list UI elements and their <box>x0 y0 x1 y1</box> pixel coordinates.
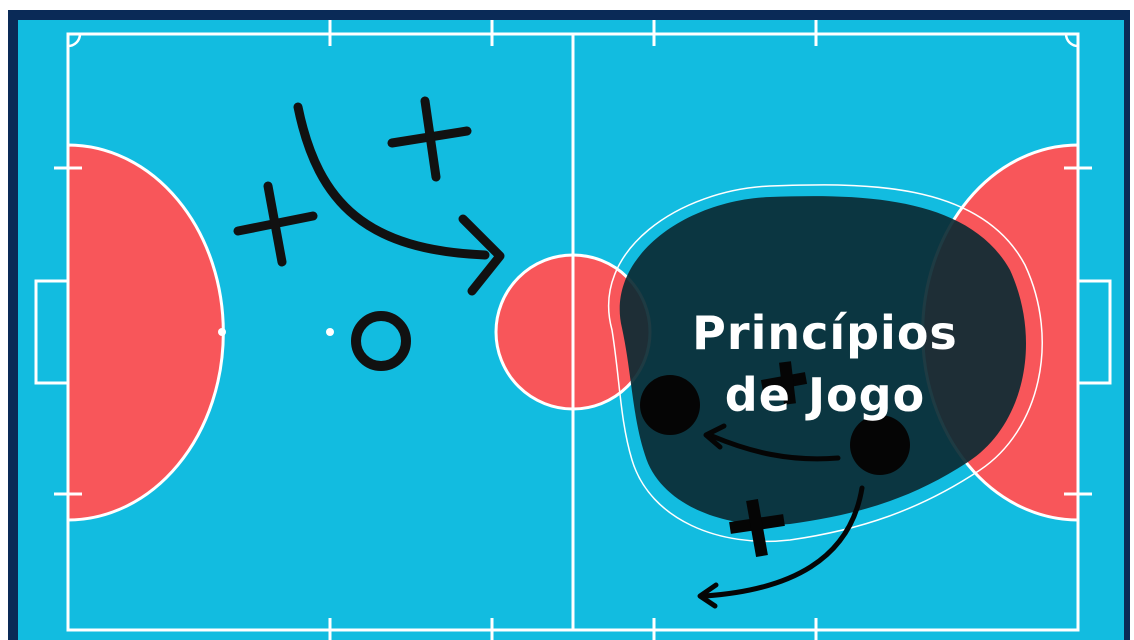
second-penalty-spot <box>326 328 334 336</box>
corner-arc <box>67 33 82 48</box>
pass-arrow-icon <box>709 433 841 462</box>
left-penalty-area <box>66 143 225 522</box>
cross-mark-icon <box>746 498 768 558</box>
focus-area <box>619 196 1027 525</box>
title-line-1: Princípios <box>692 306 958 360</box>
cross-mark-icon <box>263 181 287 267</box>
circle-mark-icon <box>351 311 411 371</box>
focus-area-outline <box>607 184 1043 543</box>
arrowhead-icon <box>697 582 719 609</box>
cross-mark-icon <box>779 361 796 405</box>
corner-arc <box>1064 33 1079 48</box>
overlay-title: Princípios de Jogo <box>650 302 1000 426</box>
run-arrow-icon <box>702 485 865 599</box>
arrowhead-icon <box>458 214 505 296</box>
penalty-spot <box>218 328 226 336</box>
arrowhead-icon <box>703 423 727 450</box>
cross-mark-icon <box>420 96 441 182</box>
curved-arrow-icon <box>293 102 490 260</box>
title-line-2: de Jogo <box>724 368 926 422</box>
right-goal <box>1076 279 1112 385</box>
player-dot-icon <box>850 415 910 475</box>
left-goal <box>34 279 70 385</box>
player-dot-icon <box>640 375 700 435</box>
